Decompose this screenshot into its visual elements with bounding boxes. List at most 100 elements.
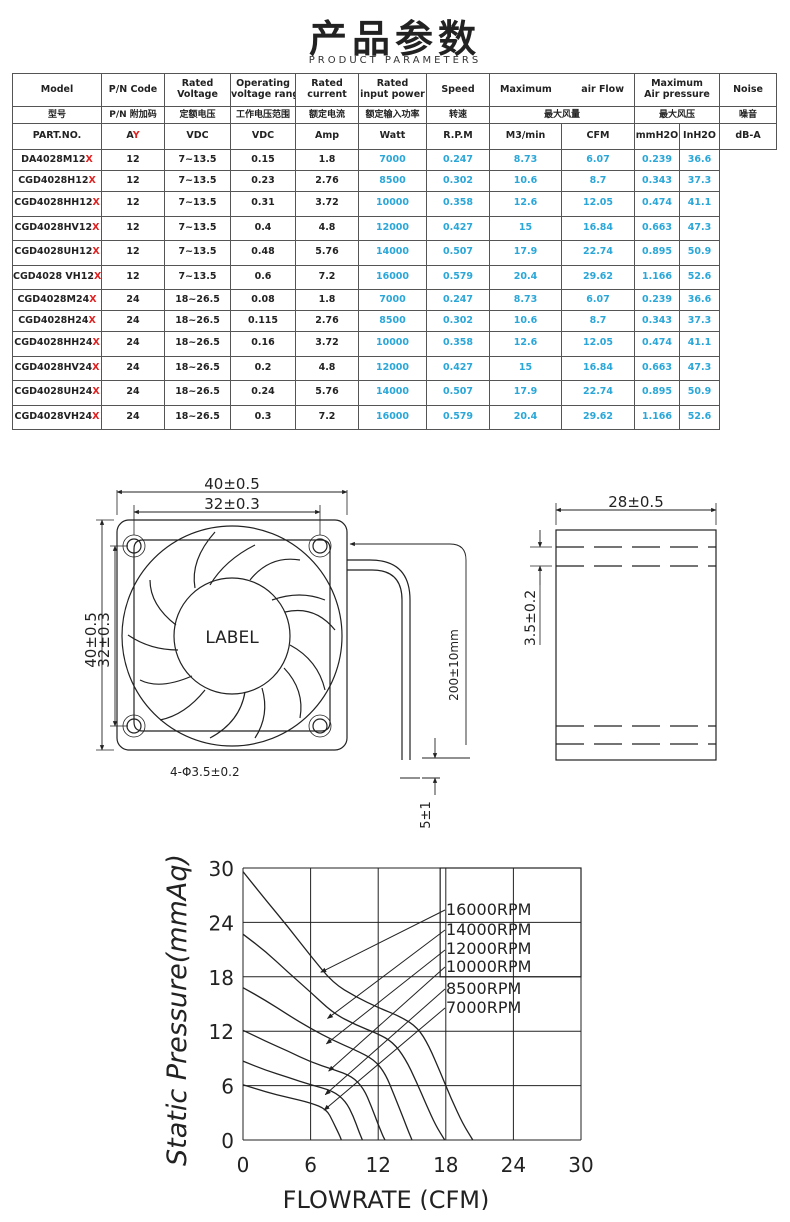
cell-m3: 0.507 (426, 380, 490, 406)
unit-vdc-range: VDC (230, 123, 296, 150)
cell-v: 12 (101, 264, 165, 290)
chart-series (242, 871, 474, 1141)
cell-rpm: 14000 (358, 240, 427, 266)
series-line-10000RPM (242, 1029, 386, 1141)
unit-part-no: PART.NO. (12, 123, 102, 150)
model-cell: CGD4028UH24X (12, 380, 102, 406)
x-tick-label: 18 (433, 1153, 458, 1177)
cell-watt: 4.8 (295, 355, 359, 381)
cell-db: 47.3 (678, 355, 721, 381)
cell-v: 12 (101, 170, 165, 192)
dim-width-outer: 40±0.5 (204, 475, 260, 493)
cell-db: 52.6 (678, 404, 721, 430)
cell-watt: 2.76 (295, 170, 359, 192)
fan-hub (173, 577, 291, 695)
cell-inh2o: 0.474 (634, 331, 680, 357)
page-title: 产品参数 (308, 17, 481, 61)
cell-v: 12 (101, 215, 165, 241)
cell-cfm: 8.73 (489, 149, 562, 171)
cell-watt: 7.2 (295, 264, 359, 290)
cell-m3: 0.302 (426, 310, 490, 332)
fan-side-view (555, 529, 717, 761)
cell-v: 24 (101, 380, 165, 406)
cell-range: 18~26.5 (164, 310, 231, 332)
cell-rpm: 7000 (358, 149, 427, 171)
x-tick-label: 6 (304, 1153, 317, 1177)
cell-inh2o: 0.343 (634, 310, 680, 332)
cell-rpm: 16000 (358, 264, 427, 290)
legend-label: 16000RPM (446, 900, 531, 919)
cell-amp: 0.24 (230, 380, 296, 406)
mount-hole-br (312, 718, 328, 734)
cell-inh2o: 1.166 (634, 264, 680, 290)
cell-v: 24 (101, 310, 165, 332)
legend-label: 12000RPM (446, 939, 531, 958)
cell-range: 18~26.5 (164, 380, 231, 406)
cell-rpm: 8500 (358, 310, 427, 332)
cell-watt: 3.72 (295, 331, 359, 357)
cell-watt: 3.72 (295, 191, 359, 217)
cell-inh2o: 1.166 (634, 404, 680, 430)
chart-xlabel: FLOWRATE (CFM) (283, 1186, 490, 1210)
header-cn-airflow: 最大风量 (489, 106, 635, 124)
table-units-row: PART.NO. AY VDC VDC Amp Watt R.P.M M3/mi… (12, 123, 778, 150)
table-header-cn-row: 型号 P/N 附加码 定额电压 工作电压范围 额定电流 额定输入功率 转速 最大… (12, 106, 778, 124)
cell-rpm: 7000 (358, 289, 427, 311)
cell-v: 12 (101, 149, 165, 171)
header-cn-model: 型号 (12, 106, 102, 124)
cell-cfm: 17.9 (489, 380, 562, 406)
cell-mmh2o: 29.62 (561, 264, 635, 290)
cell-mmh2o: 22.74 (561, 240, 635, 266)
cell-v: 12 (101, 191, 165, 217)
cell-amp: 0.31 (230, 191, 296, 217)
cell-m3: 0.247 (426, 289, 490, 311)
x-tick-label: 12 (365, 1153, 390, 1177)
cell-range: 7~13.5 (164, 149, 231, 171)
series-line-16000RPM (242, 871, 474, 1141)
dim-height-outer: 40±0.5 (82, 612, 100, 668)
fan-blades (127, 531, 336, 739)
cell-m3: 0.579 (426, 264, 490, 290)
cell-range: 18~26.5 (164, 289, 231, 311)
legend-label: 14000RPM (446, 920, 531, 939)
model-cell: CGD4028UH12X (12, 240, 102, 266)
cell-amp: 0.23 (230, 170, 296, 192)
header-cn-range: 工作电压范围 (230, 106, 296, 124)
cell-rpm: 12000 (358, 215, 427, 241)
fan-dimension-drawing: 40±0.5 32±0.3 40±0.5 32±0.3 LABEL 4-Φ3.5… (82, 475, 717, 829)
cell-mmh2o: 22.74 (561, 380, 635, 406)
cell-amp: 0.08 (230, 289, 296, 311)
lead-strip: 5±1 (419, 801, 434, 828)
cell-v: 24 (101, 289, 165, 311)
cell-amp: 0.115 (230, 310, 296, 332)
cell-range: 18~26.5 (164, 404, 231, 430)
cell-inh2o: 0.239 (634, 289, 680, 311)
header-cn-pn: P/N 附加码 (101, 106, 165, 124)
cell-watt: 5.76 (295, 380, 359, 406)
legend-arrow (325, 949, 446, 1045)
cell-range: 7~13.5 (164, 191, 231, 217)
header-cn-voltage: 定额电压 (164, 106, 231, 124)
unit-inh2o: InH2O (678, 123, 721, 150)
fan-frame-inner (133, 539, 331, 732)
legend-arrow (320, 909, 446, 973)
cell-db: 37.3 (678, 310, 721, 332)
cell-inh2o: 0.895 (634, 240, 680, 266)
cell-v: 24 (101, 355, 165, 381)
fan-cable-a (347, 559, 411, 760)
cell-amp: 0.48 (230, 240, 296, 266)
cable-length: 200±10mm (447, 629, 461, 701)
cell-range: 18~26.5 (164, 331, 231, 357)
cell-cfm: 15 (489, 215, 562, 241)
cell-amp: 0.6 (230, 264, 296, 290)
x-tick-label: 30 (568, 1153, 593, 1177)
model-cell: CGD4028 VH12X (12, 264, 102, 290)
unit-vdc: VDC (164, 123, 231, 150)
